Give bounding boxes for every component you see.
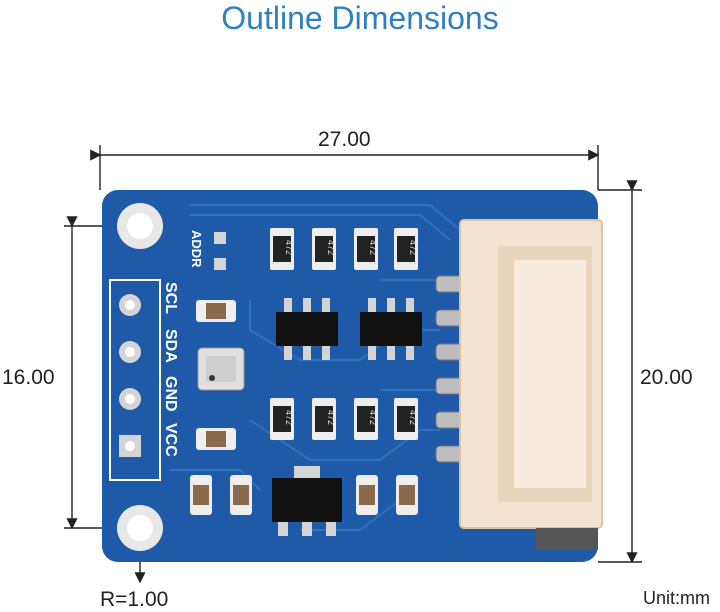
mounting-hole-bottom xyxy=(117,505,163,551)
svg-text:472: 472 xyxy=(408,410,418,425)
page-title: Outline Dimensions xyxy=(221,0,499,36)
resistors-bottom: 472 472 472 472 xyxy=(270,398,418,440)
svg-text:472: 472 xyxy=(368,410,378,425)
svg-text:472: 472 xyxy=(326,240,336,255)
addr-pad-2 xyxy=(214,258,226,270)
svg-text:472: 472 xyxy=(284,240,294,255)
pcb-board: SCL SDA GND VCC ADDR 472 472 472 472 472… xyxy=(102,190,603,562)
svg-text:472: 472 xyxy=(326,410,336,425)
dimension-lines xyxy=(64,145,642,584)
capacitors xyxy=(190,300,418,515)
resistors-top: 472 472 472 472 xyxy=(270,228,418,270)
ic-left xyxy=(276,298,338,360)
addr-label: ADDR xyxy=(189,230,204,268)
pin-label-gnd: GND xyxy=(162,376,179,412)
voltage-regulator xyxy=(272,466,342,536)
pin-label-sda: SDA xyxy=(162,329,179,363)
addr-pad-1 xyxy=(214,232,226,244)
svg-text:472: 472 xyxy=(368,240,378,255)
radius-label: R=1.00 xyxy=(100,588,169,611)
hole-spacing-dimension-label: 16.00 xyxy=(2,366,55,389)
pin-label-vcc: VCC xyxy=(162,423,179,457)
height-dimension-label: 20.00 xyxy=(640,366,693,389)
connector-housing xyxy=(459,219,603,550)
mounting-hole-top xyxy=(117,203,163,249)
sensor-chip xyxy=(197,347,245,391)
pin-label-scl: SCL xyxy=(162,282,179,314)
svg-text:472: 472 xyxy=(284,410,294,425)
ic-right xyxy=(360,298,422,360)
connector-pins xyxy=(435,275,467,463)
svg-text:472: 472 xyxy=(408,240,418,255)
width-dimension-label: 27.00 xyxy=(318,128,371,151)
pin-header-outline xyxy=(109,279,161,481)
pin-header-pads xyxy=(119,294,141,457)
unit-label: Unit:mm xyxy=(643,588,710,608)
